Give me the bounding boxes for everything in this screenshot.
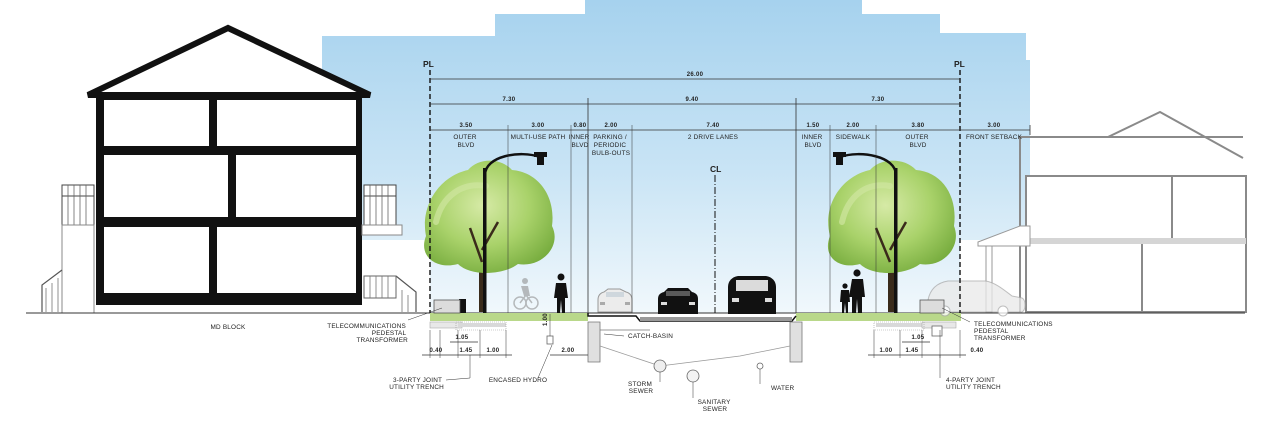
telecom-right-label: TELECOMMUNICATIONS PEDESTAL TRANSFORMER: [974, 321, 1055, 342]
zone-front-setback: FRONT SETBACK: [966, 134, 1023, 141]
catch-basin-label: CATCH-BASIN: [628, 333, 673, 340]
telecom-left-label: TELECOMMUNICATIONS PEDESTAL TRANSFORMER: [327, 323, 408, 344]
zone-outer-blvd-right: OUTER BLVD: [905, 134, 930, 149]
dim-inner-blvd-left: 0.80: [574, 123, 587, 129]
dimension-lines: [407, 78, 1031, 398]
zone-labels: OUTER BLVD MULTI-USE PATH INNER BLVD PAR…: [453, 134, 1022, 157]
zone-multi-use-path: MULTI-USE PATH: [511, 134, 566, 141]
suv-car-icon: [728, 276, 776, 314]
left-street-lamp: [459, 152, 547, 313]
underground-infrastructure: [455, 321, 943, 383]
water-label: WATER: [771, 385, 795, 392]
dimension-values: 26.00 7.30 9.40 7.30 3.50 3.00 0.80 2.00…: [430, 72, 1001, 354]
dim-left-group: 7.30: [503, 97, 516, 103]
trench-right-label: 4-PARTY JOINT UTILITY TRENCH: [946, 377, 1001, 391]
cyclist-icon: [513, 278, 539, 310]
zone-drive-lanes: 2 DRIVE LANES: [688, 134, 738, 141]
ground-surface: [26, 312, 1245, 329]
storm-sewer-label: STORM SEWER: [628, 381, 654, 395]
callout-labels: MD BLOCK TELECOMMUNICATIONS PEDESTAL TRA…: [211, 321, 1055, 413]
zone-parking: PARKING / PERIODIC BULB-OUTS: [592, 134, 630, 157]
dim-inner-blvd-right: 1.50: [807, 123, 820, 129]
parked-car-right-icon: [927, 280, 1026, 317]
dim-ul-040: 0.40: [430, 348, 443, 354]
md-block-label: MD BLOCK: [211, 324, 247, 331]
dim-ul-145: 1.45: [460, 348, 473, 354]
dim-ur-040: 0.40: [971, 348, 984, 354]
family-pedestrians-icon: [840, 269, 865, 313]
sedan-car-icon: [658, 288, 698, 314]
dim-front-setback: 3.00: [988, 123, 1001, 129]
sky-background: [322, 0, 1030, 313]
trench-left-label: 3-PARTY JOINT UTILITY TRENCH: [389, 377, 444, 391]
dim-ur-145: 1.45: [906, 348, 919, 354]
dim-parking: 2.00: [605, 123, 618, 129]
left-street-tree: [424, 160, 555, 312]
dim-middle-group: 9.40: [686, 97, 699, 103]
dim-outer-blvd-right: 3.80: [912, 123, 925, 129]
right-street-tree: [827, 160, 956, 312]
dim-hydro-100: 1.00: [543, 313, 549, 326]
encased-hydro-label: ENCASED HYDRO: [489, 377, 547, 384]
dim-ur-100: 1.00: [880, 348, 893, 354]
pl-left-label: PL: [423, 59, 434, 69]
dim-basin-200: 2.00: [562, 348, 575, 354]
zone-sidewalk: SIDEWALK: [836, 134, 871, 141]
zone-inner-blvd-right: INNER BLVD: [802, 134, 825, 149]
pl-right-label: PL: [954, 59, 965, 69]
dim-drive-lanes: 7.40: [707, 123, 720, 129]
parked-car-icon: [597, 288, 633, 313]
telecom-pedestal-left: [433, 299, 461, 314]
dim-sidewalk: 2.00: [847, 123, 860, 129]
dim-right-group: 7.30: [872, 97, 885, 103]
pedestrian-icon: [554, 273, 568, 313]
dim-outer-blvd-left: 3.50: [460, 123, 473, 129]
right-street-lamp: [833, 152, 898, 313]
cl-label: CL: [710, 164, 721, 174]
dim-ul-105: 1.05: [456, 335, 469, 341]
property-lines: PL PL CL: [423, 59, 965, 313]
zone-outer-blvd-left: OUTER BLVD: [453, 134, 478, 149]
dim-multi-use-path: 3.00: [532, 123, 545, 129]
dim-ur-105: 1.05: [912, 335, 925, 341]
dim-ul-100: 1.00: [487, 348, 500, 354]
right-building: [977, 110, 1247, 313]
md-block-building: [41, 24, 417, 314]
dim-total: 26.00: [687, 72, 704, 78]
sanitary-sewer-label: SANITARY SEWER: [698, 399, 733, 413]
zone-inner-blvd-left: INNER BLVD: [569, 134, 592, 149]
telecom-pedestal-right: [919, 299, 945, 314]
